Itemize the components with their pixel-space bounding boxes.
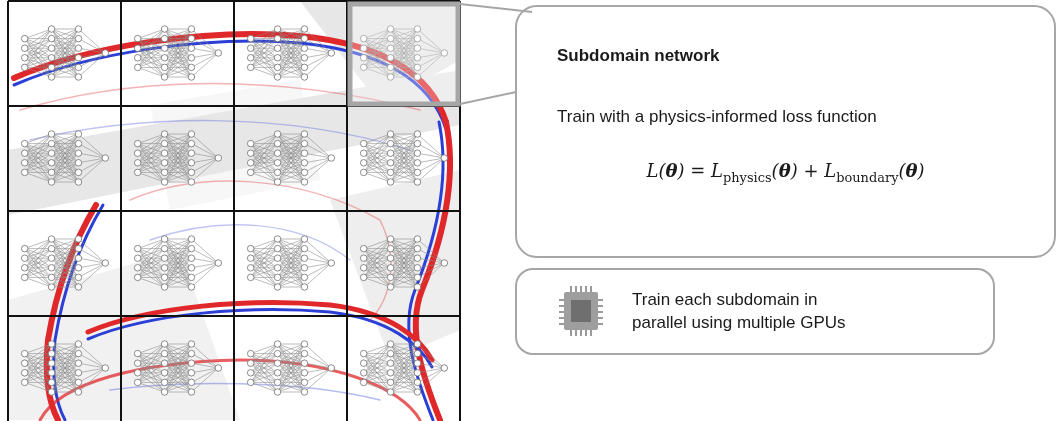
chip-pins [559, 286, 603, 336]
network-icon [21, 26, 108, 81]
chip-pin [590, 330, 592, 336]
gpu-info-box: Train each subdomain in parallel using m… [515, 268, 995, 355]
subdomain-grid [8, 1, 460, 421]
wavefront-red [40, 360, 420, 420]
ripple [130, 181, 391, 320]
chip-pin [590, 286, 592, 292]
chip-pin [580, 286, 582, 292]
ripple [30, 121, 410, 150]
chip-pin [570, 286, 572, 292]
domain-ground [8, 1, 460, 420]
formula-text: L(θ) = Lphysics(θ) + Lboundary(θ) [557, 159, 1014, 186]
chip-pin [585, 330, 587, 336]
network-icon [360, 236, 447, 291]
network-icon [21, 236, 108, 291]
network-icon [134, 131, 221, 186]
grid-line [8, 315, 460, 317]
shade-band [8, 250, 240, 420]
shade-band [300, 1, 460, 105]
network-icon [134, 26, 221, 81]
network-icon [21, 131, 108, 186]
network-icon [360, 131, 447, 186]
chip-pin [575, 286, 577, 292]
chip-pin [585, 286, 587, 292]
network-icon [247, 236, 334, 291]
chip-core [571, 300, 591, 322]
chip-pin [575, 330, 577, 336]
network-icon [247, 131, 334, 186]
body-text: Train with a physics-informed loss funct… [557, 106, 1014, 129]
leader-line [460, 92, 516, 104]
grid-line [8, 210, 460, 212]
gpu-chip-icon [559, 286, 603, 336]
chip-pin [570, 330, 572, 336]
network-icon [247, 341, 334, 396]
highlighted-subdomain [350, 4, 458, 104]
network-icon [360, 341, 447, 396]
heading-text: Subdomain network [557, 45, 1014, 68]
chip-pin [580, 330, 582, 336]
callout-leaders [460, 4, 532, 104]
network-icon [134, 341, 221, 396]
network-icon [21, 341, 108, 396]
subdomain-callout-box: Subdomain networkTrain with a physics-in… [515, 5, 1056, 258]
wavefront-red [416, 122, 450, 420]
network-icon [134, 236, 221, 291]
leader-line [460, 4, 532, 12]
medium-shading [8, 1, 460, 420]
chip-body [564, 292, 598, 330]
network-icon [247, 26, 334, 81]
ripple [110, 383, 380, 400]
body-text: Train each subdomain in parallel using m… [632, 289, 858, 335]
